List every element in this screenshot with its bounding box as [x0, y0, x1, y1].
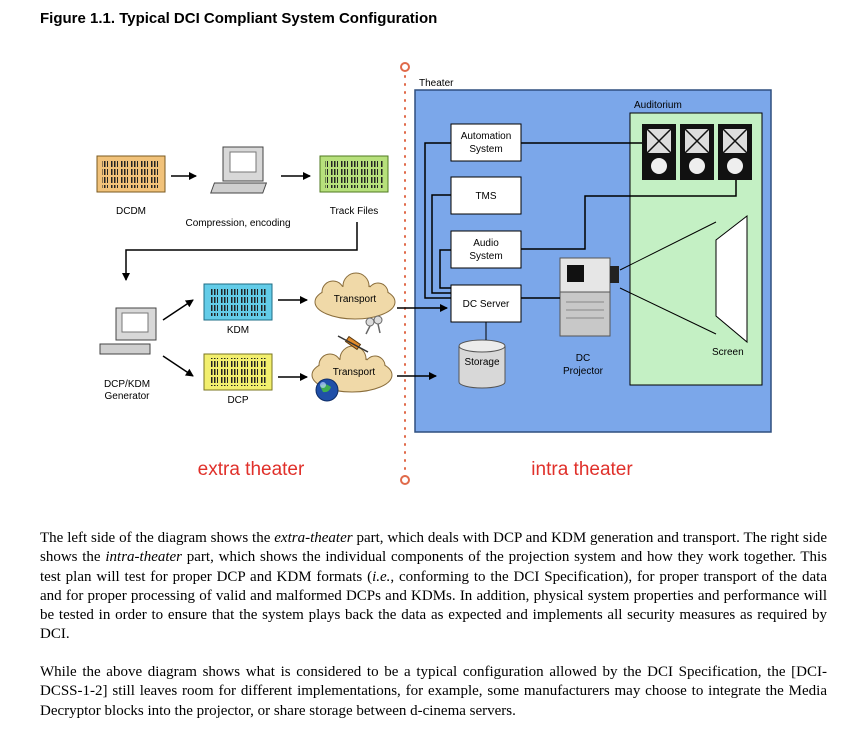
p1-extra-theater-term: extra-theater — [274, 530, 353, 546]
globe-icon — [315, 378, 339, 402]
generator-label-line2: Generator — [104, 391, 150, 402]
dci-system-diagram: Theater Auditorium Screen Automation Sys… — [96, 62, 772, 485]
transport-cloud-top — [314, 272, 396, 320]
generator-label-line1: DCP/KDM — [104, 379, 150, 390]
satellite-icon — [337, 335, 369, 353]
dc-server-box: DC Server — [450, 284, 522, 323]
dcp-document-icon — [203, 353, 273, 391]
storage-label: Storage — [464, 357, 499, 368]
p1-segment-4: , conforming to the DCI Specification), … — [40, 568, 828, 643]
generator-kdm-arrow — [162, 299, 194, 321]
speaker-right-icon — [718, 124, 752, 180]
automation-system-box: Automation System — [450, 123, 522, 162]
generator-dcp-arrow — [162, 355, 194, 377]
intra-theater-label: intra theater — [531, 459, 633, 480]
kdm-document-icon — [203, 283, 273, 321]
screen-label: Screen — [712, 347, 744, 358]
figure-title: Figure 1.1. Typical DCI Compliant System… — [40, 10, 438, 27]
tms-label: TMS — [475, 191, 496, 202]
audio-label-line2: System — [469, 251, 502, 262]
projector-beam-top — [619, 221, 717, 271]
projector-beam-bottom — [619, 287, 717, 335]
tms-server-link — [431, 194, 451, 294]
audio-system-box: Audio System — [450, 230, 522, 269]
audio-speaker-link — [521, 180, 737, 250]
auditorium-label: Auditorium — [634, 100, 682, 111]
dcdm-document-icon — [96, 155, 166, 193]
body-paragraph-2: While the above diagram shows what is co… — [40, 664, 827, 719]
speaker-center-icon — [680, 124, 714, 180]
compression-label: Compression, encoding — [185, 218, 290, 229]
p1-intra-theater-term: intra-theater — [105, 549, 183, 566]
p1-segment-3: part, which shows the individual compone… — [40, 549, 827, 585]
speaker-left-icon — [642, 124, 676, 180]
trackfiles-generator-arrow — [122, 222, 358, 281]
generator-computer-icon — [99, 307, 157, 355]
divider-top-marker — [400, 62, 410, 72]
audio-label-line1: Audio — [473, 238, 499, 249]
projector-label-line1: DC — [576, 353, 590, 364]
storage-cylinder: Storage — [458, 339, 506, 389]
computer-icon — [210, 146, 268, 194]
screen-shape — [715, 214, 748, 344]
track-files-label: Track Files — [330, 206, 379, 217]
p1-segment-1: The left side of the diagram shows the — [40, 530, 275, 546]
p1-segment-2: part, which deals with DCP and KDM gener… — [40, 530, 827, 566]
body-paragraph-1: The left side of the diagram shows the e… — [40, 529, 827, 645]
audio-server-link — [439, 249, 451, 289]
transport-bottom-label: Transport — [333, 367, 376, 378]
automation-label-line2: System — [469, 144, 502, 155]
theater-label: Theater — [419, 78, 454, 89]
dcdm-label: DCDM — [116, 206, 146, 217]
dcp-label: DCP — [227, 395, 248, 406]
extra-theater-label: extra theater — [198, 459, 305, 480]
tms-box: TMS — [450, 176, 522, 215]
transport-top-label: Transport — [334, 294, 377, 305]
automation-server-link — [424, 142, 451, 299]
p1-ie-term: i.e. — [372, 568, 391, 585]
keys-icon — [365, 315, 383, 335]
divider-bottom-marker — [400, 475, 410, 485]
projector-label-line2: Projector — [563, 366, 604, 377]
kdm-label: KDM — [227, 325, 249, 336]
dc-server-label: DC Server — [463, 299, 510, 310]
transport-cloud-bottom — [311, 345, 393, 393]
track-files-document-icon — [319, 155, 389, 193]
automation-label-line1: Automation — [461, 131, 512, 142]
dc-projector-icon — [559, 257, 619, 337]
